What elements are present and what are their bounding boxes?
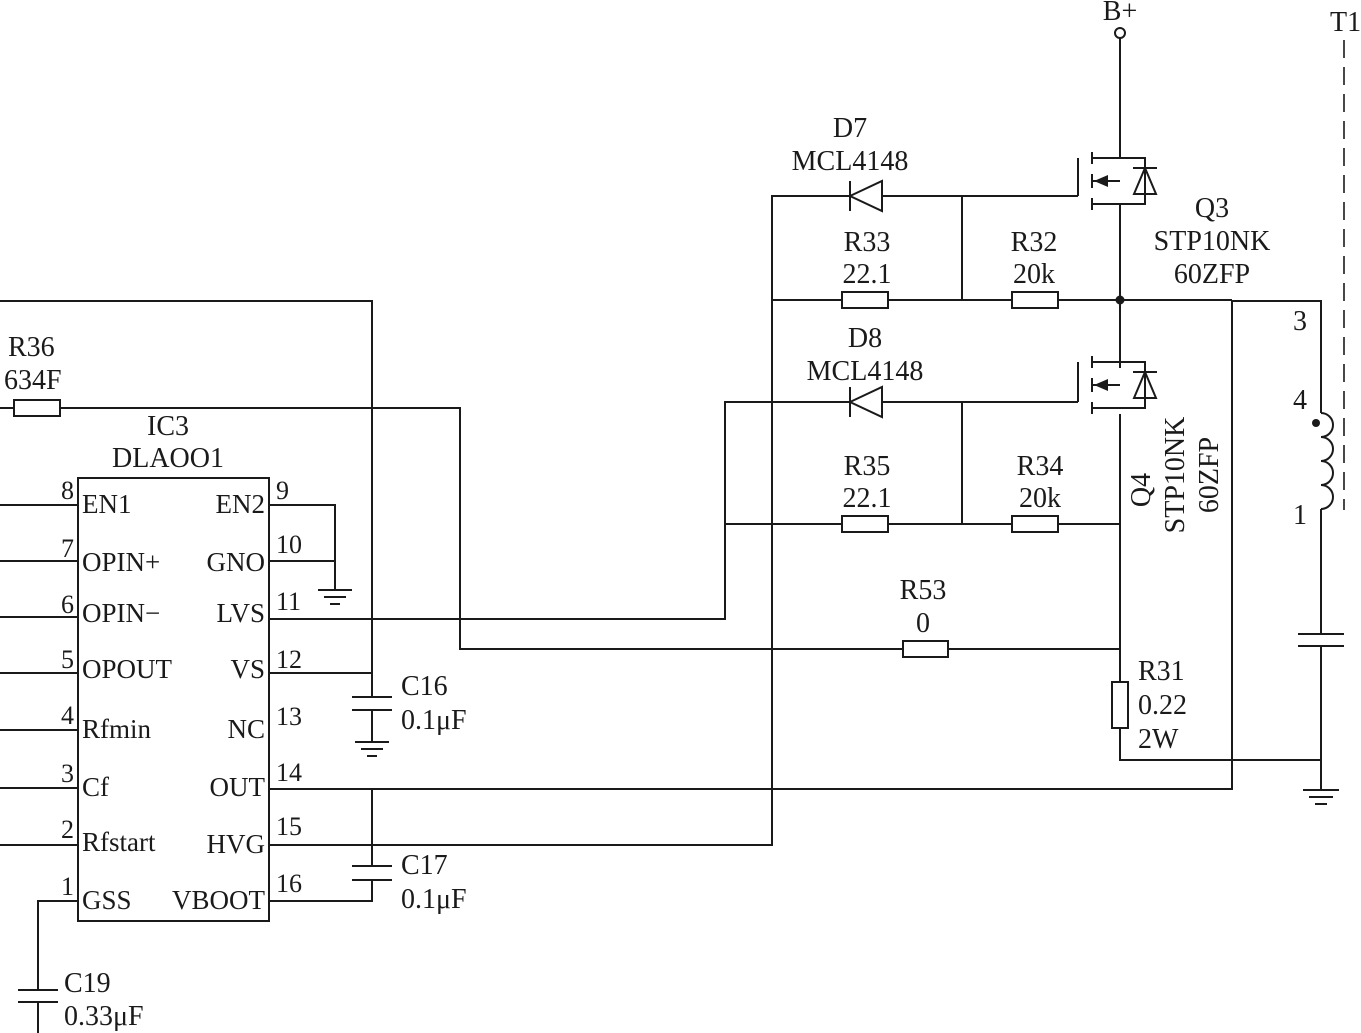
ic3-pin2-num: 2 [61, 815, 74, 844]
r32-ref: R32 [1011, 227, 1058, 258]
ic3-pin15-label: HVG [207, 829, 266, 859]
resistor-r32: R32 20k [1011, 227, 1059, 309]
t1-pin1: 1 [1293, 500, 1307, 531]
c17-value: 0.1μF [401, 884, 467, 915]
diode-d8: D8 MCL4148 [807, 323, 924, 419]
d7-ref: D7 [833, 113, 867, 144]
r33-value: 22.1 [843, 259, 892, 290]
ic3-pin12-num: 12 [276, 645, 302, 674]
mosfet-q4: Q4 STP10NK 60ZFP [1077, 356, 1225, 534]
resistor-r53: R53 0 [900, 575, 949, 658]
q3-ref: Q3 [1195, 193, 1229, 224]
ic3-pin14-num: 14 [276, 758, 302, 787]
supply-terminal-circle [1114, 27, 1126, 39]
ic3-ref: IC3 [147, 411, 189, 442]
ic3-pin3-label: Cf [82, 772, 109, 802]
c17-ref: C17 [401, 850, 448, 881]
t1-pin3: 3 [1293, 306, 1307, 337]
ic3-pin10-num: 10 [276, 530, 302, 559]
q4-part-2: 60ZFP [1194, 437, 1225, 513]
ic3-pin7-num: 7 [61, 534, 74, 563]
ic3-part: DLAOO1 [112, 443, 224, 474]
r35-ref: R35 [844, 451, 891, 482]
ic3-pin16-num: 16 [276, 869, 302, 898]
c19-value: 0.33μF [64, 1001, 144, 1032]
t1-ref: T1 [1330, 7, 1361, 38]
q3-part-2: 60ZFP [1174, 259, 1250, 290]
capacitor-c19: C19 0.33μF [18, 968, 144, 1032]
capacitor-c16: C16 0.1μF [352, 671, 467, 736]
resistor-r33: R33 22.1 [841, 227, 892, 309]
ic3-pin13-num: 13 [276, 702, 302, 731]
ic3-pin11-label: LVS [216, 598, 265, 628]
r31-ref: R31 [1138, 656, 1185, 687]
output-capacitor [1298, 633, 1344, 647]
d7-part: MCL4148 [792, 146, 909, 177]
t1-pin4: 4 [1293, 385, 1307, 416]
r31-rating: 2W [1138, 724, 1179, 755]
resistor-r36: R36 634F [4, 332, 62, 417]
ic3-pin4-label: Rfmin [82, 714, 152, 744]
ic3-pin5-label: OPOUT [82, 654, 173, 684]
mosfet-q3: Q3 STP10NK 60ZFP [1077, 152, 1271, 290]
r53-ref: R53 [900, 575, 947, 606]
capacitor-c17: C17 0.1μF [352, 850, 467, 915]
ic3: IC3 DLAOO1 EN1 OPIN+ OPIN− OPOUT Rfmin C… [0, 411, 302, 922]
ground-symbol-2 [355, 741, 389, 757]
r33-ref: R33 [844, 227, 891, 258]
ic3-pin14-label: OUT [210, 772, 266, 802]
q4-ref: Q4 [1126, 473, 1157, 507]
ic3-pin2-label: Rfstart [82, 827, 156, 857]
c19-ref: C19 [64, 968, 111, 999]
supply-label: B+ [1103, 0, 1137, 27]
d8-part: MCL4148 [807, 356, 924, 387]
ic3-pin6-label: OPIN− [82, 598, 160, 628]
ic3-pin16-label: VBOOT [172, 885, 266, 915]
ic3-pin13-label: NC [227, 714, 265, 744]
ic3-pin11-num: 11 [276, 587, 301, 616]
resistor-r34: R34 20k [1011, 451, 1064, 533]
r53-value: 0 [916, 608, 930, 639]
ic3-pin9-num: 9 [276, 476, 289, 505]
transformer-t1: T1 3 4 1 [1232, 7, 1361, 790]
ic3-pin6-num: 6 [61, 590, 74, 619]
ic3-pin12-label: VS [230, 654, 265, 684]
ic3-body [77, 477, 270, 922]
r36-ref: R36 [8, 332, 55, 363]
r34-ref: R34 [1017, 451, 1064, 482]
ground-symbol-3 [1303, 789, 1339, 805]
ic3-pin1-num: 1 [61, 872, 74, 901]
r35-value: 22.1 [843, 483, 892, 514]
q3-part-1: STP10NK [1154, 226, 1271, 257]
ic3-pin7-label: OPIN+ [82, 547, 160, 577]
ic3-pin8-num: 8 [61, 476, 74, 505]
r31-value: 0.22 [1138, 690, 1187, 721]
ic3-pin4-num: 4 [61, 701, 74, 730]
ic3-pin1-label: GSS [82, 885, 132, 915]
resistor-r35: R35 22.1 [841, 451, 892, 533]
supply-terminal: B+ [1103, 0, 1137, 39]
q4-part-1: STP10NK [1160, 417, 1191, 534]
junction-dot [1115, 295, 1125, 305]
ic3-pin10-label: GNO [207, 547, 266, 577]
ic3-pin3-num: 3 [61, 759, 74, 788]
d8-ref: D8 [848, 323, 882, 354]
c16-ref: C16 [401, 671, 448, 702]
diode-d7: D7 MCL4148 [792, 113, 909, 213]
r34-value: 20k [1019, 483, 1061, 514]
r32-value: 20k [1013, 259, 1055, 290]
ic3-pin9-label: EN2 [216, 489, 266, 519]
t1-polarity-dot [1312, 419, 1320, 427]
ic3-pin8-label: EN1 [82, 489, 132, 519]
ic3-pin15-num: 15 [276, 812, 302, 841]
wires [0, 38, 1321, 1033]
resistor-r31: R31 0.22 2W [1111, 656, 1187, 755]
ground-symbol-1 [318, 589, 352, 605]
c16-value: 0.1μF [401, 705, 467, 736]
ic3-pin5-num: 5 [61, 645, 74, 674]
r36-value: 634F [4, 365, 62, 396]
